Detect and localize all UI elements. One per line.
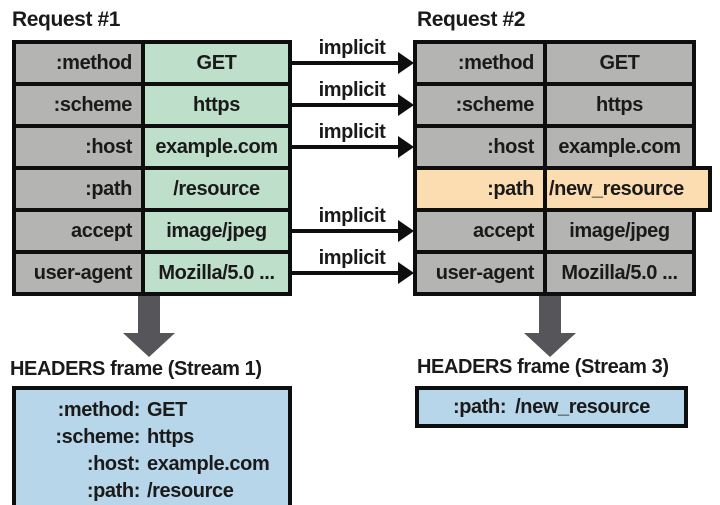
header-value-cell: image/jpeg <box>543 208 696 254</box>
frame3-title: HEADERS frame (Stream 3) <box>417 356 669 378</box>
header-value-cell: Mozilla/5.0 ... <box>543 250 696 296</box>
down-arrow-right-icon <box>539 296 561 333</box>
frame-value: /new_resource <box>515 395 650 418</box>
frame-value: /resource <box>147 480 234 502</box>
down-arrow-left-icon <box>138 296 160 333</box>
right-arrowhead-icon <box>398 52 414 74</box>
request2-title: Request #2 <box>417 8 526 31</box>
header-value-cell: /new_resource <box>543 166 712 212</box>
down-arrow-left-icon <box>123 333 175 357</box>
headers-frame-stream1-box: :method: GET :scheme: https :host: examp… <box>12 386 292 505</box>
frame-key: :method: <box>57 399 141 421</box>
table-row: :method GET <box>12 40 292 86</box>
frame-value: https <box>147 426 194 448</box>
implicit-arrow <box>292 103 399 107</box>
implicit-label: implicit <box>318 205 386 227</box>
frame-key: :path: <box>452 395 507 418</box>
frame-key: :path: <box>86 480 141 502</box>
header-value-cell: https <box>543 82 696 128</box>
table-row: :method GET <box>413 40 712 86</box>
table-row: accept image/jpeg <box>12 208 292 254</box>
table-row: user-agent Mozilla/5.0 ... <box>413 250 712 296</box>
right-arrowhead-icon <box>398 136 414 158</box>
implicit-label: implicit <box>318 37 386 59</box>
right-arrowhead-icon <box>398 262 414 284</box>
header-name-cell: :scheme <box>413 82 547 128</box>
header-value-cell: Mozilla/5.0 ... <box>141 250 292 296</box>
header-value-cell: image/jpeg <box>141 208 292 254</box>
header-name-cell: :host <box>12 124 145 170</box>
table-row: :path /resource <box>12 166 292 212</box>
frame-key: :host: <box>86 453 141 475</box>
frame-line: :scheme: https <box>16 424 288 451</box>
frame-line: :path: /resource <box>16 478 288 505</box>
table-row-highlighted: :path /new_resource <box>413 166 712 212</box>
implicit-label: implicit <box>318 79 386 101</box>
header-name-cell: :method <box>413 40 547 86</box>
right-arrowhead-icon <box>398 94 414 116</box>
table-row: accept image/jpeg <box>413 208 712 254</box>
frame-line: :method: GET <box>16 397 288 424</box>
table-row: :scheme https <box>12 82 292 128</box>
header-name-cell: accept <box>12 208 145 254</box>
implicit-arrow <box>292 61 399 65</box>
request1-table: :method GET :scheme https :host example.… <box>12 40 292 296</box>
headers-frame-stream3-box: :path: /new_resource <box>415 386 688 428</box>
implicit-arrow <box>292 229 399 233</box>
header-value-cell: /resource <box>141 166 292 212</box>
down-arrow-right-icon <box>524 333 576 357</box>
table-row: user-agent Mozilla/5.0 ... <box>12 250 292 296</box>
frame-value: GET <box>147 399 187 421</box>
implicit-arrow <box>292 145 399 149</box>
implicit-label: implicit <box>318 121 386 143</box>
header-name-cell: :path <box>413 166 547 212</box>
header-value-cell: https <box>141 82 292 128</box>
header-name-cell: :host <box>413 124 547 170</box>
table-row: :host example.com <box>413 124 712 170</box>
table-row: :scheme https <box>413 82 712 128</box>
header-name-cell: :scheme <box>12 82 145 128</box>
frame-key: :scheme: <box>55 426 140 448</box>
header-name-cell: :method <box>12 40 145 86</box>
header-value-cell: example.com <box>543 124 696 170</box>
header-name-cell: user-agent <box>12 250 145 296</box>
table-row: :host example.com <box>12 124 292 170</box>
header-value-cell: GET <box>543 40 696 86</box>
frame-line: :host: example.com <box>16 451 288 478</box>
header-name-cell: accept <box>413 208 547 254</box>
right-arrowhead-icon <box>398 220 414 242</box>
implicit-arrow <box>292 271 399 275</box>
implicit-label: implicit <box>318 247 386 269</box>
frame1-title: HEADERS frame (Stream 1) <box>10 358 262 380</box>
request1-title: Request #1 <box>12 8 121 31</box>
header-value-cell: example.com <box>141 124 292 170</box>
header-value-cell: GET <box>141 40 292 86</box>
frame-value: example.com <box>147 453 270 475</box>
header-name-cell: user-agent <box>413 250 547 296</box>
request2-table: :method GET :scheme https :host example.… <box>413 40 712 296</box>
header-name-cell: :path <box>12 166 145 212</box>
